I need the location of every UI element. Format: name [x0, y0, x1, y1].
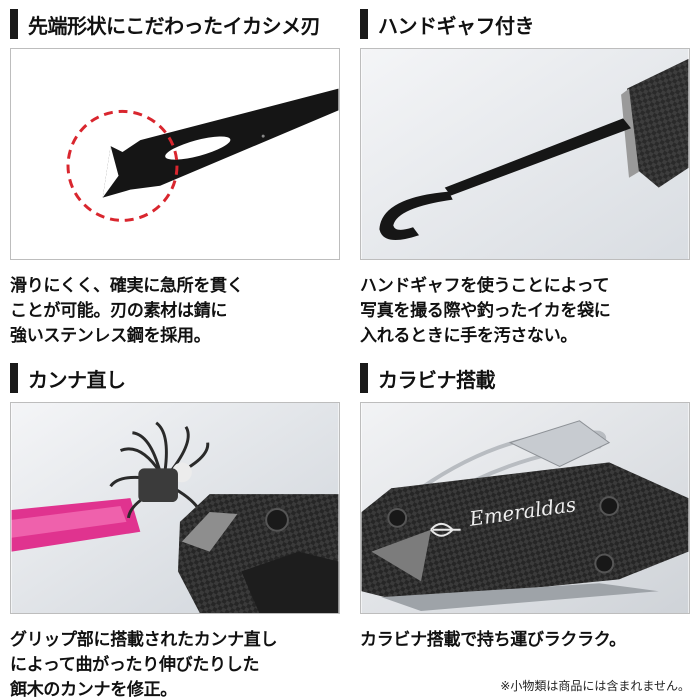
- photo-spike-tip: [10, 48, 340, 260]
- gaff-illustration: [361, 49, 689, 259]
- photo-hook-straightener: [10, 402, 340, 614]
- panel-description: カラビナ搭載で持ち運びラクラク。: [360, 628, 700, 653]
- panel-title: 先端形状にこだわったイカシメ刃: [28, 13, 321, 38]
- panel-title: ハンドギャフ付き: [378, 13, 535, 38]
- description-line: 滑りにくく、確実に急所を貫く: [10, 276, 244, 296]
- description-line: によって曲がったり伸びたりした: [10, 655, 260, 675]
- panel-heading: カラビナ搭載: [360, 362, 496, 394]
- description-line: 強いステンレス鋼を採用。: [10, 326, 211, 346]
- photo-hand-gaff: [360, 48, 690, 260]
- panel-heading: ハンドギャフ付き: [360, 8, 535, 40]
- description-line: ことが可能。刃の素材は錆に: [10, 301, 228, 321]
- panel-description: ハンドギャフを使うことによって 写真を撮る際や釣ったイカを袋に 入れるときに手を…: [360, 274, 700, 349]
- panel-description: 滑りにくく、確実に急所を貫く ことが可能。刃の素材は錆に 強いステンレス鋼を採用…: [10, 274, 350, 349]
- description-line: カラビナ搭載で持ち運びラクラク。: [360, 630, 626, 650]
- panel-title: カンナ直し: [28, 367, 126, 392]
- description-line: グリップ部に搭載されたカンナ直し: [10, 630, 278, 650]
- panel-heading: 先端形状にこだわったイカシメ刃: [10, 8, 321, 40]
- photo-carabiner: Emeraldas: [360, 402, 690, 614]
- carabiner-illustration: Emeraldas: [361, 403, 689, 613]
- heading-bar: [360, 9, 368, 39]
- panel-description: グリップ部に搭載されたカンナ直し によって曲がったり伸びたりした 餌木のカンナを…: [10, 628, 350, 700]
- heading-bar: [10, 9, 18, 39]
- description-line: 餌木のカンナを修正。: [10, 680, 177, 700]
- description-line: 入れるときに手を汚さない。: [360, 326, 578, 346]
- description-line: ハンドギャフを使うことによって: [360, 276, 610, 296]
- panel-title: カラビナ搭載: [378, 367, 496, 392]
- panel-heading: カンナ直し: [10, 362, 126, 394]
- heading-bar: [10, 363, 18, 393]
- description-line: 写真を撮る際や釣ったイカを袋に: [360, 301, 611, 321]
- straightener-illustration: [11, 403, 339, 613]
- heading-bar: [360, 363, 368, 393]
- footnote: ※小物類は商品には含まれません。: [500, 679, 690, 693]
- spike-illustration: [11, 49, 339, 259]
